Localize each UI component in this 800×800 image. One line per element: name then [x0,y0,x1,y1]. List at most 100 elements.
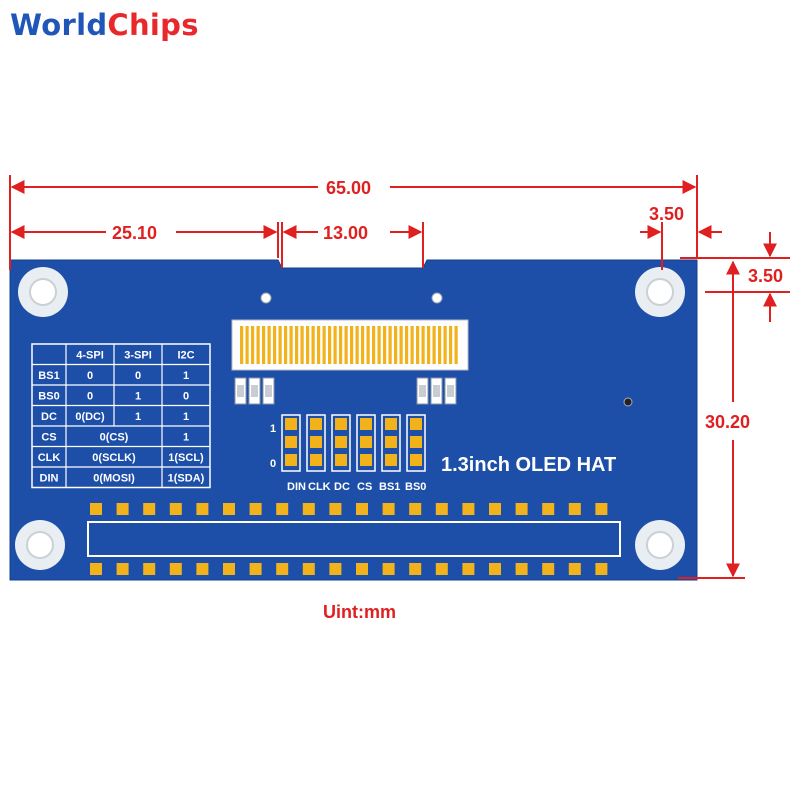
fpc-pin [399,326,403,364]
pcb-board [9,259,698,581]
jumper-pad-matrix [281,414,426,472]
jumper-pad [335,454,347,466]
dimension-display-width-label: 13.00 [323,223,368,243]
via-left [260,292,272,304]
jumper-pad [310,418,322,430]
gpio-pad [90,503,102,515]
dimension-left-offset-label: 25.10 [112,223,157,243]
jumper-outline [331,414,351,472]
smd-body [237,385,244,397]
gpio-pad [249,503,262,515]
jumper-outline [281,414,301,472]
jumper-row-label-1: 1 [270,423,276,435]
gpio-pad [169,503,182,515]
gpio-pad [489,563,501,575]
jumper-pad [285,436,297,448]
smd-body [251,385,258,397]
fpc-pin [454,326,458,364]
jumper-pad [310,436,322,448]
gpio-pad [489,503,501,515]
config-table-cell: 1 [183,370,189,382]
dimension-height-label: 30.20 [705,412,750,432]
via-right [431,292,443,304]
fpc-pin [383,326,387,364]
fpc-pin [350,326,354,364]
gpio-pad [435,563,448,575]
config-table-border [31,343,211,489]
jumper-pad [410,418,422,430]
jumper-pad [410,436,422,448]
smd-body [447,385,454,397]
config-table-cell: BS1 [38,370,59,382]
fpc-pin [300,326,304,364]
config-table-cell: 0(MOSI) [93,472,135,484]
jumper-pad [410,454,422,466]
config-table-cell: 3-SPI [124,349,152,361]
config-table-cell: 0 [183,390,189,402]
config-table-cell: 0(DC) [75,411,105,423]
jumper-pad [285,454,297,466]
config-table-cell: 4-SPI [76,349,104,361]
fpc-pin [344,326,348,364]
fpc-pin [438,326,442,364]
jumper-pad [385,454,397,466]
fpc-pin [333,326,337,364]
smd-components-right [416,377,457,405]
gpio-pad [249,563,262,575]
fpc-pin [449,326,453,364]
fpc-pin [311,326,315,364]
jumper-label: DIN [287,481,306,493]
dimension-hole-y: 3.50 [680,232,790,322]
fpc-pin [432,326,436,364]
fpc-pin [251,326,255,364]
fpc-pin [416,326,420,364]
gpio-pad [116,563,129,575]
gpio-pad [462,563,475,575]
dimension-width-label: 65.00 [326,178,371,198]
gpio-pad [276,503,289,515]
config-table-cell: 0 [87,390,93,402]
jumper-outline [406,414,426,472]
config-table-cell: 1 [135,411,141,423]
gpio-pad [462,503,475,515]
fpc-pin [295,326,299,364]
fpc-pin [410,326,414,364]
fpc-pin [322,326,326,364]
jumper-pad [310,454,322,466]
fpc-pin [317,326,321,364]
fpc-pin [421,326,425,364]
jumper-outline [306,414,326,472]
fpc-pin [306,326,310,364]
gpio-pad [329,563,342,575]
fpc-pin [278,326,282,364]
gpio-pad [409,503,422,515]
jumper-row-label-0: 0 [270,458,276,470]
gpio-pad [515,503,528,515]
board-title: 1.3inch OLED HAT [441,454,616,476]
jumper-label: CLK [308,481,331,493]
mounting-hole-bottom-left [15,520,65,570]
smd-body [419,385,426,397]
config-table-cell: 1 [183,411,189,423]
config-table-cell: 0(SCLK) [92,452,136,464]
jumper-pad [335,436,347,448]
config-table-cell: 0(CS) [100,431,129,443]
smd-components-left [234,377,275,405]
fpc-pin [361,326,365,364]
jumper-pad [285,418,297,430]
config-table-cell: 1(SDA) [168,472,205,484]
dimension-width: 65.00 [9,175,698,270]
smd-body [265,385,272,397]
mounting-hole-top-right [635,267,685,317]
fpc-pin [256,326,260,364]
gpio-pad [595,503,608,515]
fpc-pin [366,326,370,364]
config-table-cell: CS [41,431,56,443]
jumper-label: BS0 [405,481,426,493]
fpc-pin [273,326,277,364]
gpio-header-pads [90,503,608,575]
gpio-pad [196,503,209,515]
jumper-outline [356,414,376,472]
fpc-pin [405,326,409,364]
